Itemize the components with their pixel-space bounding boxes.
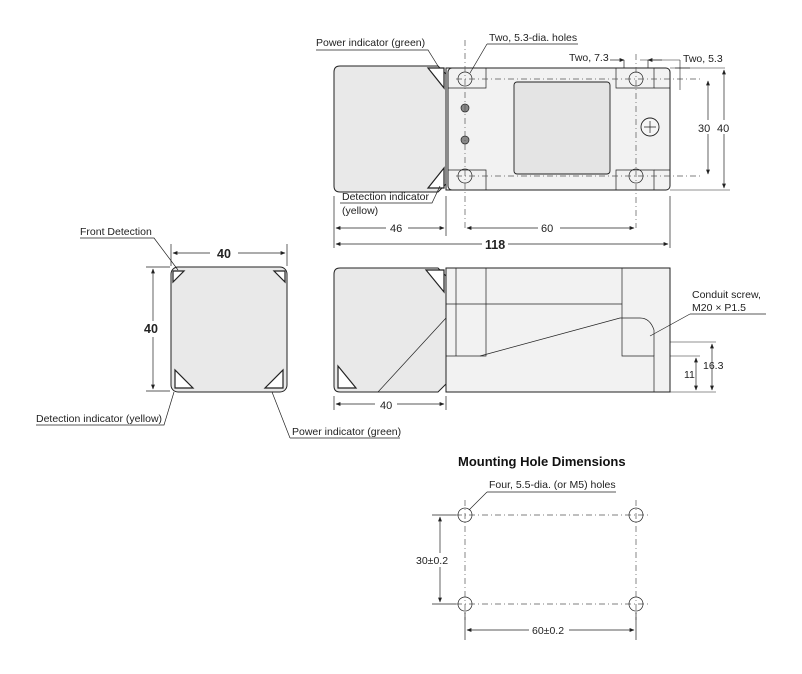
corner-mark-icon [272,270,286,284]
dim-30: 30 [698,123,710,135]
dim-two-7-3: Two, 7.3 [569,52,609,64]
power-indicator-icon [426,67,445,90]
detection-indicator-label: Detection indicator [342,191,429,203]
conduit-screw-size: M20 × P1.5 [692,302,746,314]
power-indicator-icon [263,368,284,389]
mounting-hole-diagram [432,491,650,640]
detection-indicator-color: (yellow) [342,205,378,217]
detection-indicator-icon [426,166,445,189]
side-view [333,267,766,410]
cover-plate [513,81,611,175]
sensor-head-top [333,65,447,193]
front-view [36,237,400,439]
power-indicator-icon [424,269,445,294]
power-indicator-label: Power indicator (green) [316,37,425,49]
front-power-indicator-label: Power indicator (green) [292,426,401,438]
dim-46: 46 [390,223,402,235]
detection-indicator-icon [337,364,358,389]
dim-40: 40 [717,123,729,135]
mount-hole [457,507,473,523]
side-dim-40: 40 [380,400,392,412]
corner-mark-icon [172,270,186,284]
detection-indicator-icon [174,368,195,389]
front-detection-label: Front Detection [80,226,152,238]
sensor-head-side [333,267,447,393]
top-view [316,40,730,248]
front-dim-width: 40 [217,247,231,261]
dim-118: 118 [485,238,505,252]
mounting-holes-label: Four, 5.5-dia. (or M5) holes [489,479,616,491]
dim-16-3: 16.3 [703,360,724,372]
front-detection-indicator-label: Detection indicator (yellow) [36,413,162,425]
body-side [445,267,671,393]
dim-two-5-3: Two, 5.3 [683,53,723,65]
holes-label: Two, 5.3-dia. holes [489,32,577,44]
mount-hole [628,596,644,612]
conduit-screw-label: Conduit screw, [692,289,761,301]
mounting-dim-30: 30±0.2 [416,555,448,567]
dim-60: 60 [541,223,553,235]
front-dim-height: 40 [144,322,158,336]
dim-11: 11 [684,369,695,381]
mounting-dim-60: 60±0.2 [532,625,564,637]
mount-hole [628,507,644,523]
mount-hole [457,596,473,612]
mounting-title: Mounting Hole Dimensions [458,454,626,469]
sensing-face [170,266,288,393]
